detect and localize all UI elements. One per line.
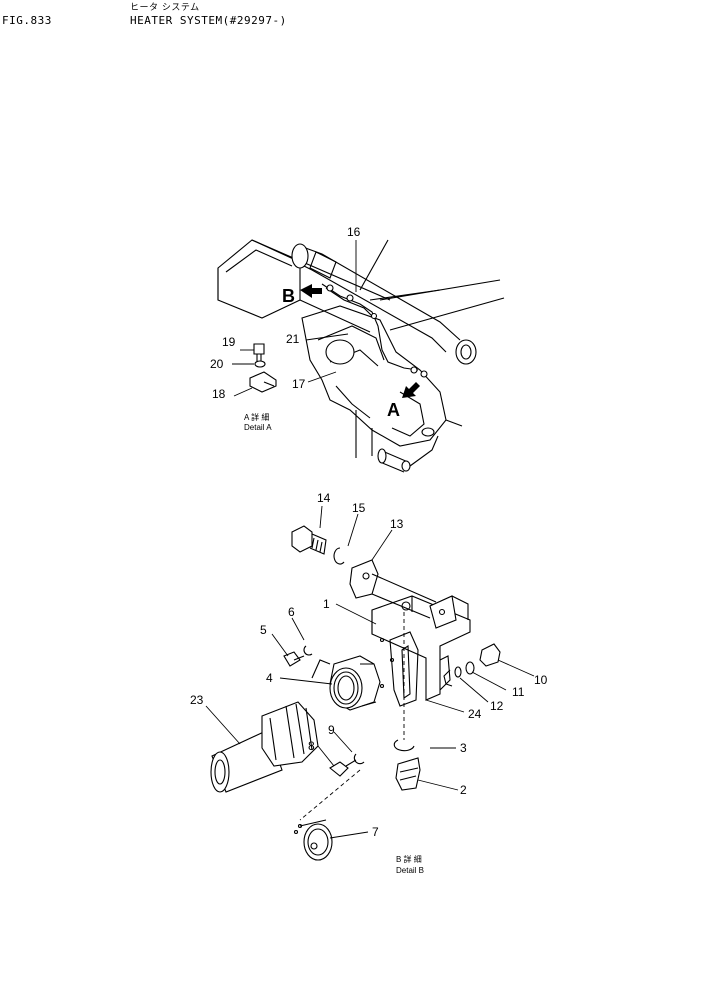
callout-14: 14 [317, 491, 331, 505]
callout-5: 5 [260, 623, 267, 637]
detail-b-label-japanese: B 詳 細 [396, 854, 422, 864]
callout-6: 6 [288, 605, 295, 619]
callout-20: 20 [210, 357, 224, 371]
leader-lines [205, 240, 535, 839]
callout-13: 13 [390, 517, 404, 531]
callout-24: 24 [468, 707, 482, 721]
callout-19: 19 [222, 335, 236, 349]
callout-9: 9 [328, 723, 335, 737]
callout-15: 15 [352, 501, 366, 515]
detail-b-label-english: Detail B [396, 866, 424, 875]
callout-11: 11 [512, 685, 525, 699]
engine-assembly-drawing [217, 239, 505, 473]
callout-21: 21 [286, 332, 300, 346]
callout-7: 7 [372, 825, 379, 839]
callout-2: 2 [460, 783, 467, 797]
callout-10: 10 [534, 673, 548, 687]
view-letter-a: A [387, 400, 400, 420]
callout-17: 17 [292, 377, 306, 391]
title-english: HEATER SYSTEM(#29297-) [130, 14, 287, 27]
figure-number: FIG.833 [2, 14, 52, 27]
callout-4: 4 [266, 671, 273, 685]
title-japanese: ヒータ システム [130, 3, 200, 13]
callout-1: 1 [323, 597, 330, 611]
callout-16: 16 [347, 225, 361, 239]
callout-8: 8 [308, 739, 315, 753]
detail-b-drawing [210, 525, 501, 861]
callout-numbers: 16 21 17 19 20 18 14 15 13 1 6 5 4 23 9 … [190, 225, 548, 839]
view-letter-b: B [282, 286, 295, 306]
callout-3: 3 [460, 741, 467, 755]
detail-a-label-english: Detail A [244, 423, 272, 432]
detail-a-label-japanese: A 詳 細 [244, 412, 269, 422]
callout-12: 12 [490, 699, 504, 713]
detail-a-parts [249, 343, 277, 393]
callout-18: 18 [212, 387, 226, 401]
callout-23: 23 [190, 693, 204, 707]
